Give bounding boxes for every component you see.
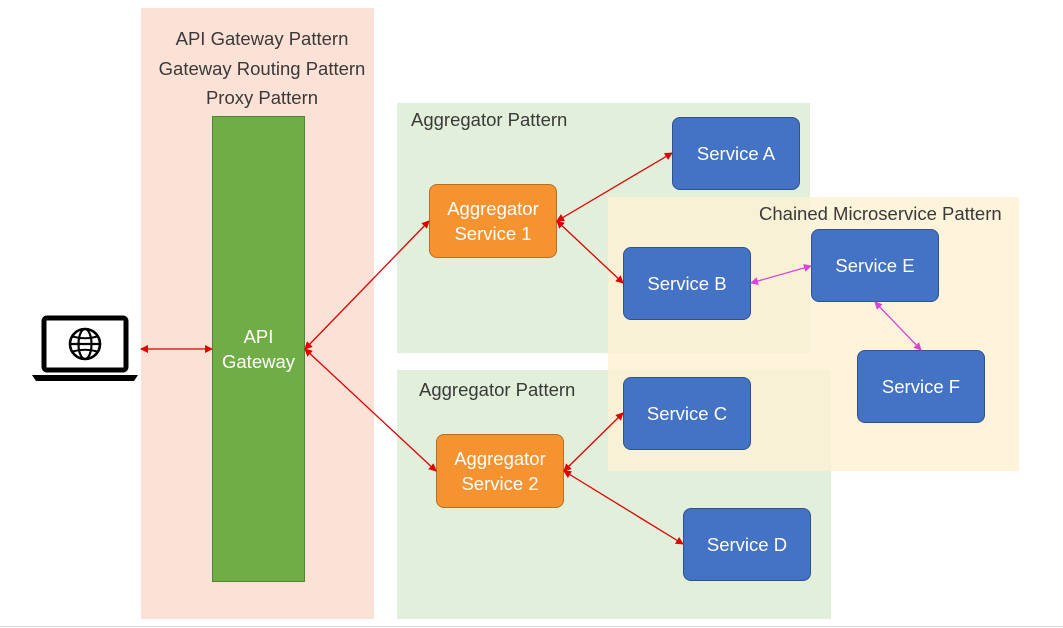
- aggregator-service-1: Aggregator Service 1: [429, 184, 557, 258]
- service-d: Service D: [683, 508, 811, 581]
- aggregator-pattern-label-bottom: Aggregator Pattern: [419, 379, 576, 400]
- service-e: Service E: [811, 229, 939, 302]
- aggregator-pattern-label-top: Aggregator Pattern: [411, 109, 568, 130]
- pattern-label-proxy: Proxy Pattern: [205, 87, 319, 108]
- gateway-pattern-labels: API Gateway Pattern Gateway Routing Patt…: [141, 24, 383, 113]
- aggregator-service-2: Aggregator Service 2: [436, 434, 564, 508]
- service-b: Service B: [623, 247, 751, 320]
- pattern-label-gateway-routing: Gateway Routing Pattern: [158, 57, 366, 79]
- service-c: Service C: [623, 377, 751, 450]
- chained-microservice-pattern-label: Chained Microservice Pattern: [759, 203, 1002, 224]
- service-f: Service F: [857, 350, 985, 423]
- pattern-label-api-gateway: API Gateway Pattern: [175, 28, 349, 49]
- bottom-divider: [0, 626, 1063, 627]
- laptop-globe-icon: [30, 315, 140, 383]
- service-a: Service A: [672, 117, 800, 190]
- api-gateway-bar: API Gateway: [212, 116, 305, 582]
